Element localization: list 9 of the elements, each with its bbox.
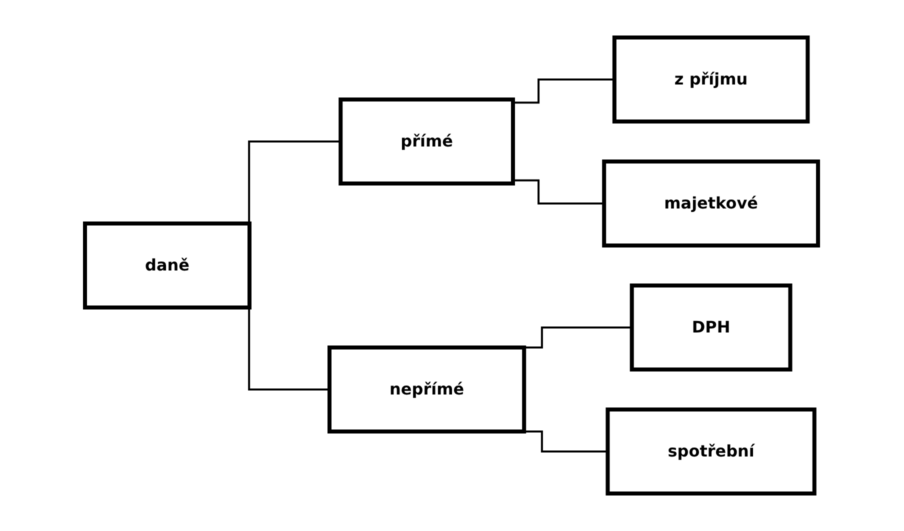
node-box: daně [83, 222, 252, 310]
node-box: DPH [630, 284, 793, 372]
connector [513, 179, 605, 204]
node-box: nepřímé [328, 346, 527, 434]
node-box: přímé [339, 98, 516, 186]
node-box: majetkové [602, 160, 821, 248]
connector [513, 78, 615, 104]
node-box: z příjmu [612, 36, 810, 124]
node-box: spotřební [606, 408, 817, 496]
